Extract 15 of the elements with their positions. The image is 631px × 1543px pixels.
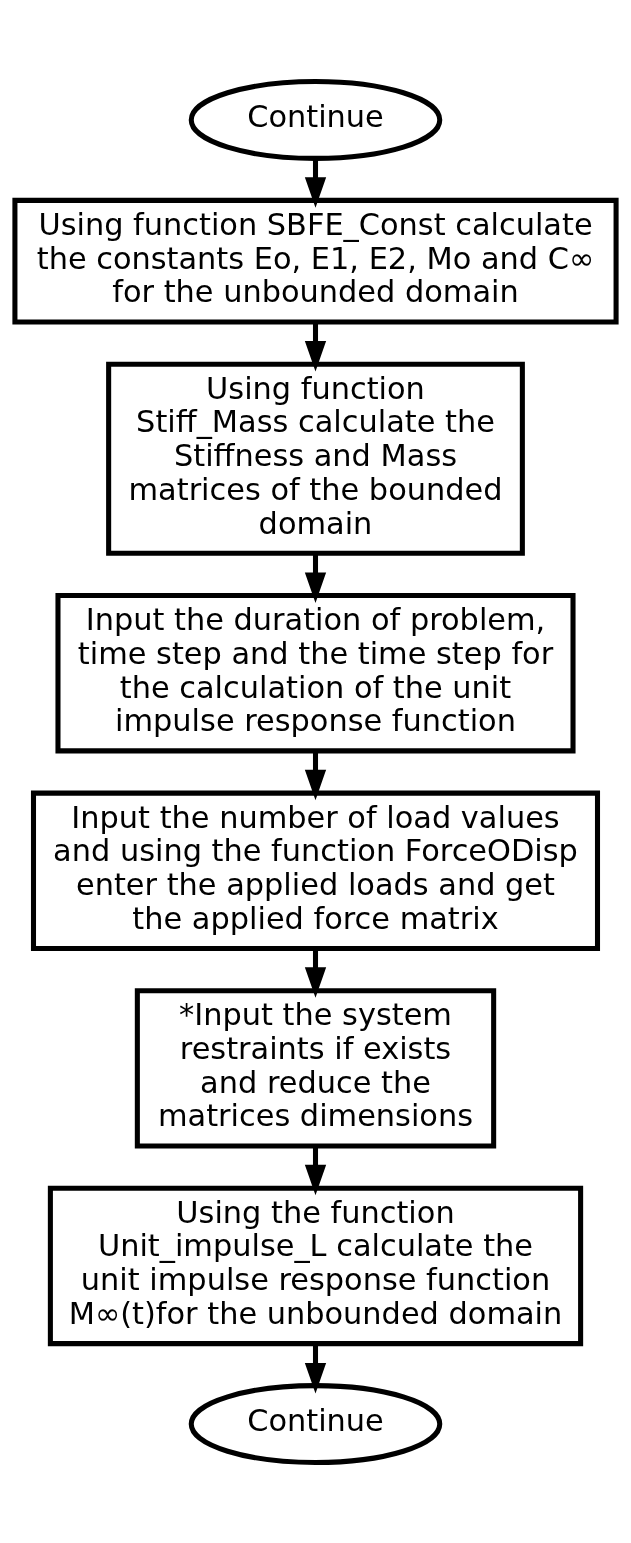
node-box: Using function Stiff_Mass calculate the Stiffness and Mass matrices of the bounded domain xyxy=(106,361,525,556)
node-box: *Input the system restraints if exists and reduce the matrices dimensions xyxy=(134,987,497,1149)
arrow xyxy=(304,948,327,998)
arrow xyxy=(304,1343,327,1393)
node-box: Using function SBFE_Const calculate the constants Eo, E1, E2, Mo and C∞ for the unbounded domain xyxy=(12,197,619,324)
node-box: Using the function Unit_impulse_L calculate the unit impulse response function M∞(t)for the unbounded domain xyxy=(47,1185,584,1346)
node-box: Input the duration of problem, time step and the time step for the calculation of the unit impulse response function xyxy=(55,592,576,753)
arrow xyxy=(304,321,327,371)
node-box: Input the number of load values and using the function ForceODisp enter the applied loads and get the applied force matrix xyxy=(30,790,601,951)
node-ellipse: Continue xyxy=(188,78,443,161)
arrow xyxy=(304,553,327,603)
arrow xyxy=(304,750,327,800)
arrow xyxy=(304,1145,327,1195)
node-ellipse: Continue xyxy=(188,1382,443,1465)
arrow xyxy=(304,158,327,208)
